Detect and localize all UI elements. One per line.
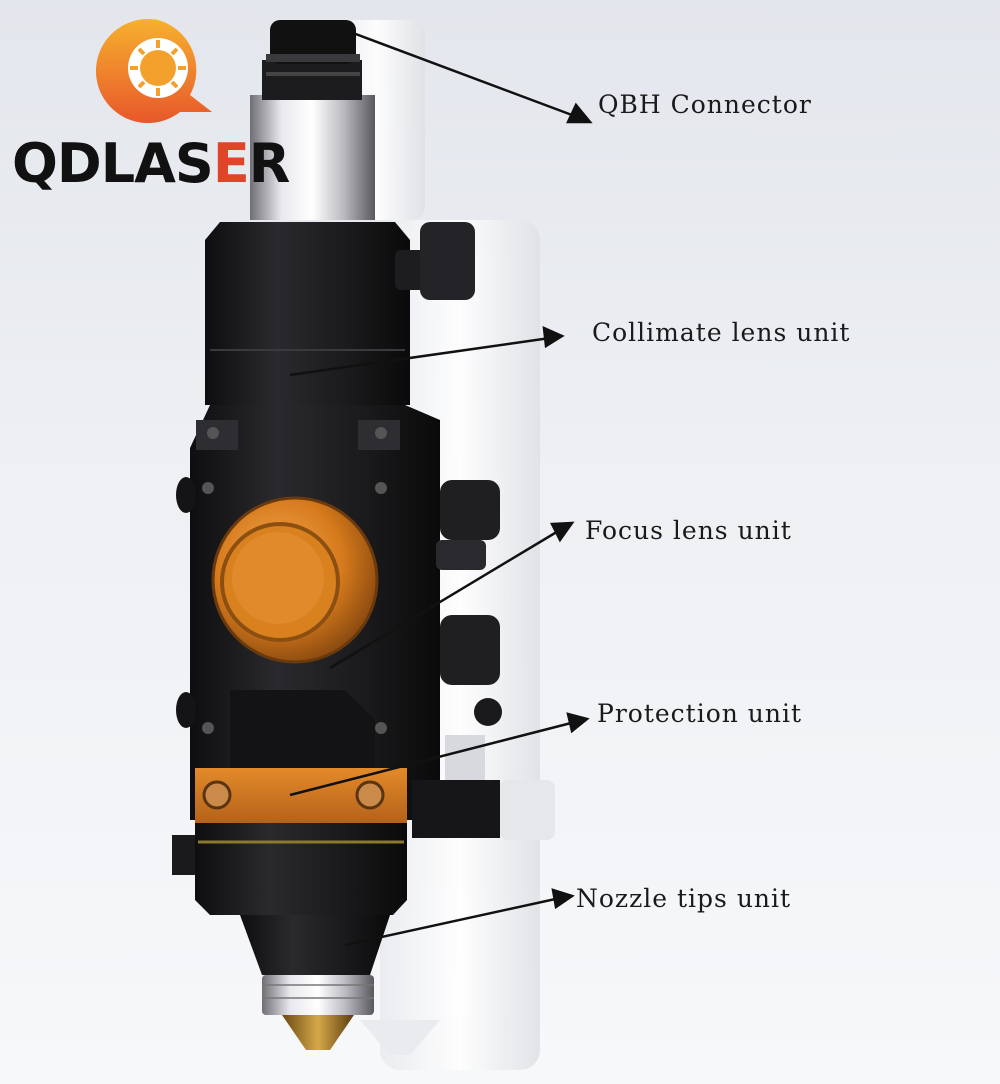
- leader-lines: [289, 28, 593, 947]
- qbh-connector: [250, 20, 375, 220]
- arrowhead-collimate: [542, 325, 565, 349]
- qdlaser-logo-text: QDLASER: [12, 132, 291, 195]
- arrowhead-protection: [566, 712, 590, 734]
- callout-nozzle-tips-unit: Nozzle tips unit: [576, 884, 792, 913]
- logo-text-part2: R: [248, 132, 291, 195]
- arrowhead-nozzle: [551, 888, 575, 910]
- callout-qbh-connector: QBH Connector: [598, 90, 812, 119]
- leader-collimate: [289, 336, 551, 377]
- arrowhead-focus: [550, 521, 575, 543]
- callout-protection-unit: Protection unit: [597, 699, 803, 728]
- logo-text-accent: E: [212, 132, 250, 195]
- callout-focus-lens-unit: Focus lens unit: [585, 516, 792, 545]
- leader-qbh: [344, 28, 581, 120]
- qdlaser-logo-mark: [95, 19, 212, 124]
- nozzle-tips-body: [240, 915, 390, 1050]
- focus-lens-body: [176, 405, 502, 820]
- leader-protection: [289, 720, 576, 797]
- logo-text-part1: QDLAS: [12, 132, 214, 195]
- leader-focus: [329, 528, 561, 670]
- arrowhead-qbh: [566, 102, 593, 124]
- collimate-lens-body: [205, 222, 475, 405]
- lower-body: [195, 823, 407, 915]
- callout-collimate-lens-unit: Collimate lens unit: [592, 318, 851, 347]
- leader-nozzle: [344, 896, 561, 947]
